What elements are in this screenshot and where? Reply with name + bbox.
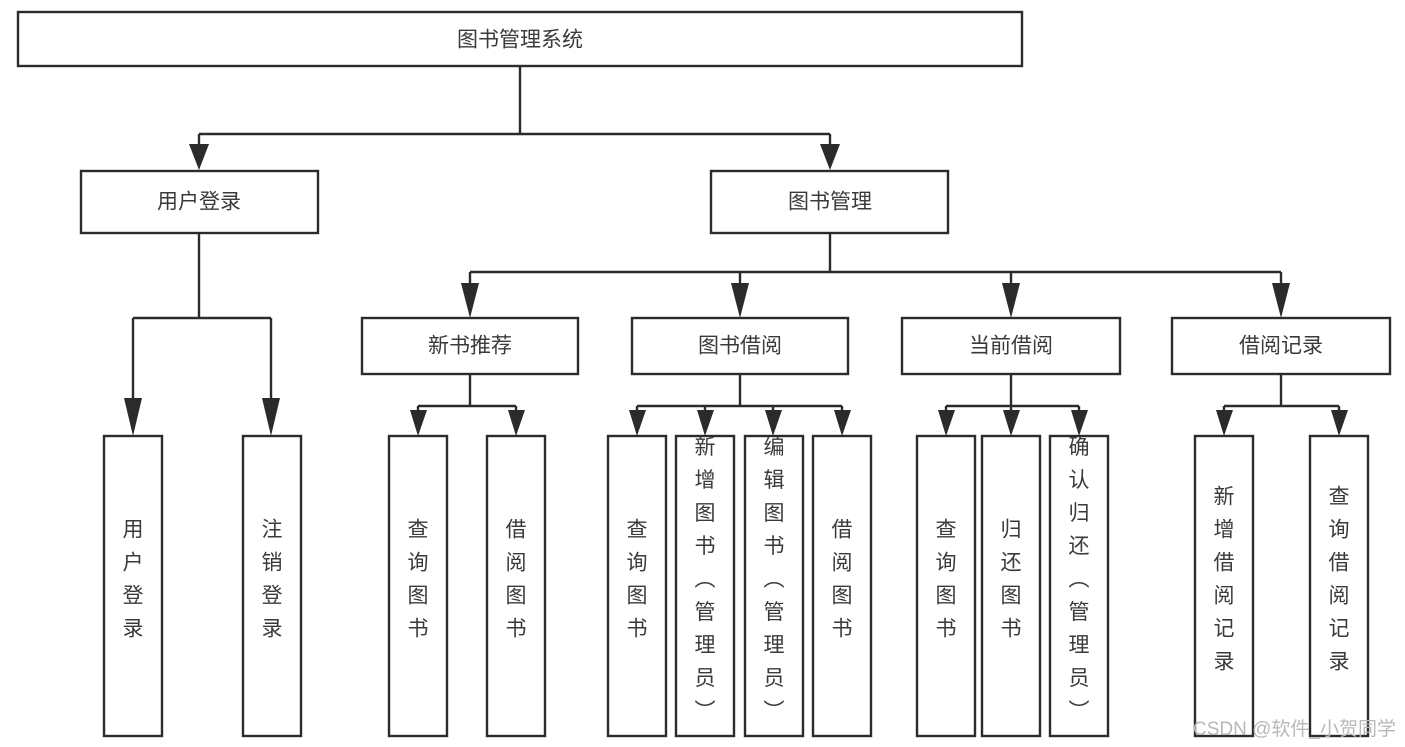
connector-group-new-book-recommend xyxy=(410,374,525,436)
arrow-head-leaf-borrow-book-2 xyxy=(834,410,851,436)
node-leaf-query-book-2-box[interactable] xyxy=(606,434,668,738)
node-leaf-return-book[interactable]: 归还图书 xyxy=(980,434,1042,738)
node-leaf-logout-login[interactable]: 注销登录 xyxy=(241,434,303,738)
node-leaf-query-book-1-label: 查询图书 xyxy=(408,519,429,641)
arrow-head-book-manage xyxy=(820,144,840,170)
node-leaf-add-record-box[interactable] xyxy=(1193,434,1255,738)
node-book-manage-label: 图书管理 xyxy=(788,191,872,214)
node-borrow-record-label: 借阅记录 xyxy=(1239,335,1323,358)
node-book-manage[interactable]: 图书管理 xyxy=(709,169,950,235)
node-leaf-query-book-1-box[interactable] xyxy=(387,434,449,738)
node-user-login-label: 用户登录 xyxy=(157,191,241,214)
node-leaf-borrow-book-1-label: 借阅图书 xyxy=(506,519,527,641)
node-leaf-add-record-label: 新增借阅记录 xyxy=(1214,486,1235,674)
csdn-watermark: CSDN @软件_小贺同学 xyxy=(1193,718,1396,740)
node-leaf-borrow-book-1[interactable]: 借阅图书 xyxy=(485,434,547,738)
node-book-manage-box[interactable] xyxy=(709,169,950,235)
node-root-label: 图书管理系统 xyxy=(457,29,583,52)
arrow-head-leaf-add-record xyxy=(1216,410,1233,436)
node-new-book-recommend[interactable]: 新书推荐 xyxy=(360,316,580,376)
node-leaf-add-book-box[interactable] xyxy=(674,434,736,738)
node-book-borrow[interactable]: 图书借阅 xyxy=(630,316,850,376)
node-leaf-add-record[interactable]: 新增借阅记录 xyxy=(1193,434,1255,738)
node-leaf-confirm-return-label: 确认归还︵管理员︶ xyxy=(1069,436,1090,723)
node-current-borrow-box[interactable] xyxy=(900,316,1122,376)
node-leaf-borrow-book-2-label: 借阅图书 xyxy=(832,519,853,641)
node-book-borrow-label: 图书借阅 xyxy=(698,335,782,358)
connector-group-book-borrow xyxy=(629,374,851,436)
node-user-login[interactable]: 用户登录 xyxy=(79,169,320,235)
connector-group-user-login xyxy=(124,233,280,436)
arrow-head-new-book-recommend xyxy=(461,283,479,318)
node-leaf-edit-book-label: 编辑图书︵管理员︶ xyxy=(764,436,785,723)
node-leaf-add-book[interactable]: 新增图书︵管理员︶ xyxy=(674,434,736,738)
node-leaf-edit-book-box[interactable] xyxy=(743,434,805,738)
node-leaf-confirm-return-box[interactable] xyxy=(1048,434,1110,738)
node-leaf-query-record-box[interactable] xyxy=(1308,434,1370,738)
node-leaf-user-login[interactable]: 用户登录 xyxy=(102,434,164,738)
connector-group-current-borrow xyxy=(938,374,1088,436)
arrow-head-leaf-add-book xyxy=(697,410,714,436)
connector-group-root xyxy=(189,66,840,170)
node-leaf-query-book-3-label: 查询图书 xyxy=(936,519,957,641)
arrow-head-leaf-logout-login xyxy=(262,398,280,436)
node-leaf-user-login-label: 用户登录 xyxy=(123,519,144,641)
arrow-head-book-borrow xyxy=(731,283,749,318)
arrow-head-leaf-query-record xyxy=(1331,410,1348,436)
node-leaf-borrow-book-2-box[interactable] xyxy=(811,434,873,738)
node-new-book-recommend-label: 新书推荐 xyxy=(428,335,512,358)
node-leaf-return-book-box[interactable] xyxy=(980,434,1042,738)
node-leaf-borrow-book-2[interactable]: 借阅图书 xyxy=(811,434,873,738)
node-leaf-query-record[interactable]: 查询借阅记录 xyxy=(1308,434,1370,738)
node-leaf-borrow-book-1-box[interactable] xyxy=(485,434,547,738)
node-leaf-query-book-3[interactable]: 查询图书 xyxy=(915,434,977,738)
node-leaf-query-record-label: 查询借阅记录 xyxy=(1329,486,1350,674)
connector-group-book-manage xyxy=(461,233,1290,318)
arrow-head-leaf-edit-book xyxy=(765,410,782,436)
node-leaf-logout-login-label: 注销登录 xyxy=(262,519,283,641)
node-leaf-edit-book[interactable]: 编辑图书︵管理员︶ xyxy=(743,434,805,738)
node-leaf-query-book-1[interactable]: 查询图书 xyxy=(387,434,449,738)
arrow-head-leaf-query-book-3 xyxy=(938,410,955,436)
arrow-head-leaf-user-login xyxy=(124,398,142,436)
node-leaf-return-book-label: 归还图书 xyxy=(1001,519,1022,641)
node-book-borrow-box[interactable] xyxy=(630,316,850,376)
node-current-borrow[interactable]: 当前借阅 xyxy=(900,316,1122,376)
node-user-login-box[interactable] xyxy=(79,169,320,235)
node-root[interactable]: 图书管理系统 xyxy=(16,10,1024,68)
node-leaf-logout-login-box[interactable] xyxy=(241,434,303,738)
arrow-head-borrow-record xyxy=(1272,283,1290,318)
node-leaf-query-book-2-label: 查询图书 xyxy=(627,519,648,641)
node-leaf-query-book-2[interactable]: 查询图书 xyxy=(606,434,668,738)
node-leaf-add-book-label: 新增图书︵管理员︶ xyxy=(695,436,716,723)
node-borrow-record-box[interactable] xyxy=(1170,316,1392,376)
connector-group-borrow-record xyxy=(1216,374,1348,436)
arrow-head-user-login xyxy=(189,144,209,170)
node-new-book-recommend-box[interactable] xyxy=(360,316,580,376)
arrow-head-leaf-borrow-book-1 xyxy=(508,410,525,436)
arrow-head-leaf-query-book-1 xyxy=(410,410,427,436)
node-root-box[interactable] xyxy=(16,10,1024,68)
arrow-head-leaf-query-book-2 xyxy=(629,410,646,436)
arrow-head-leaf-confirm-return xyxy=(1071,410,1088,436)
arrow-head-leaf-return-book xyxy=(1003,410,1020,436)
node-leaf-query-book-3-box[interactable] xyxy=(915,434,977,738)
node-leaf-confirm-return[interactable]: 确认归还︵管理员︶ xyxy=(1048,434,1110,738)
node-borrow-record[interactable]: 借阅记录 xyxy=(1170,316,1392,376)
arrow-head-current-borrow xyxy=(1002,283,1020,318)
node-leaf-user-login-box[interactable] xyxy=(102,434,164,738)
node-current-borrow-label: 当前借阅 xyxy=(969,335,1053,358)
